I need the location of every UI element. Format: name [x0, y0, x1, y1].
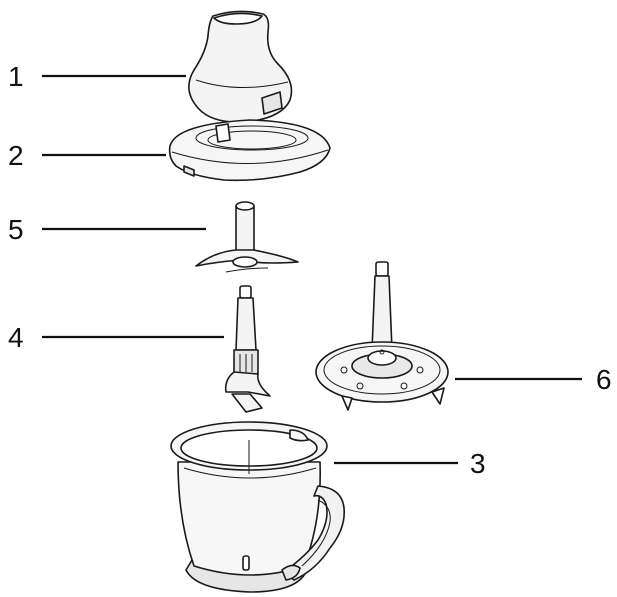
callout-number-6: 6 — [596, 364, 612, 395]
chopping-blade-lower-part — [224, 285, 271, 413]
lid-cap-part — [188, 10, 293, 124]
callout-number-3: 3 — [470, 448, 486, 479]
bowl-lid-part — [168, 119, 331, 182]
callout-number-4: 4 — [8, 322, 24, 353]
blade-spindle-base-part — [315, 261, 449, 411]
callout-number-5: 5 — [8, 214, 24, 245]
callout-number-2: 2 — [8, 140, 24, 171]
chopping-blade-upper-part — [195, 201, 299, 273]
callout-number-1: 1 — [8, 61, 24, 92]
chopper-bowl-part — [170, 421, 346, 593]
